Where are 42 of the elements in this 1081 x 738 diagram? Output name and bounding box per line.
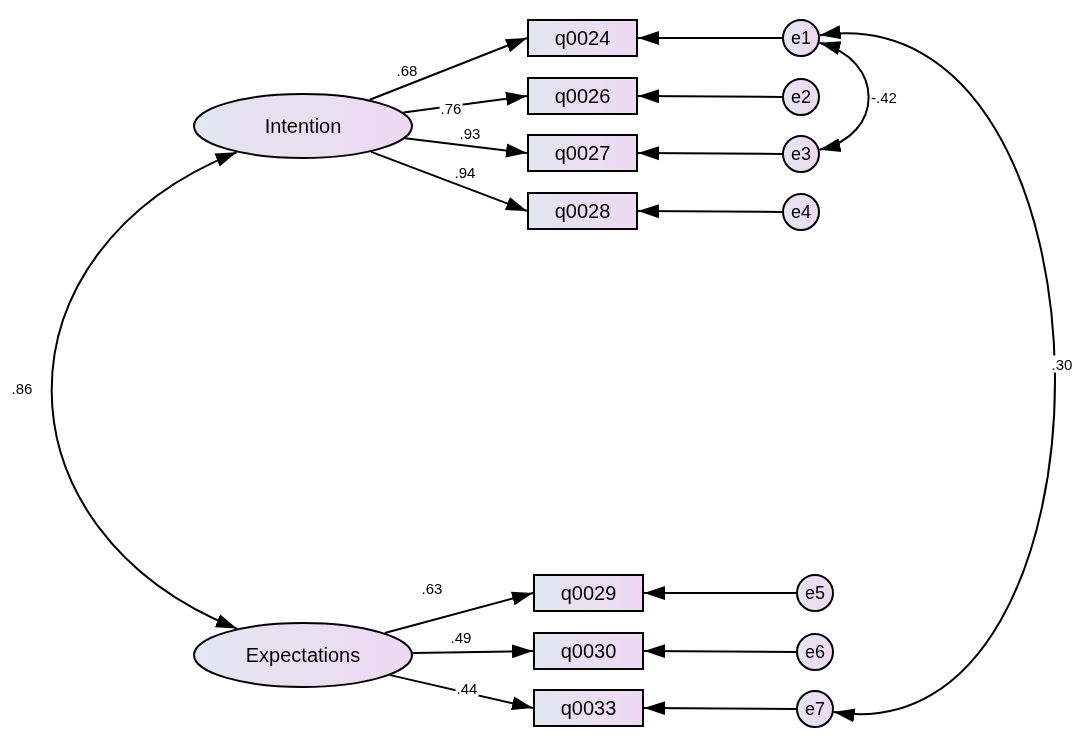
variable-label: e4 [791,201,811,223]
variable-label: q0026 [554,84,611,108]
arrow [643,586,797,600]
observed-variable-box [527,134,638,172]
arrow [637,204,783,219]
arrow [389,674,534,711]
arrow [370,150,528,212]
observed-variable-box [527,19,638,57]
arrow [643,701,797,716]
observed-variable-box [533,632,644,670]
variable-label: e2 [791,86,811,108]
arrow [411,644,534,659]
arrow [643,644,797,659]
variable-label: Expectations [245,643,361,667]
variable-label: q0033 [560,696,617,720]
observed-variable-box [533,689,644,727]
error-term-circle [782,78,820,116]
observed-variable-box [527,192,638,230]
edge-label: .30 [1050,355,1074,373]
arrow [637,146,783,161]
arrow [402,91,528,114]
variable-label: q0029 [560,581,617,605]
variable-label: q0024 [554,26,611,50]
variable-label: e3 [791,143,811,165]
variable-label: q0028 [554,199,611,223]
latent-variable-ellipse [193,93,413,159]
variable-label: q0027 [554,141,611,165]
arrow [368,37,528,101]
arrow [383,591,534,634]
variable-label: Intention [264,114,342,138]
variable-label: q0030 [560,639,617,663]
variable-label: e1 [791,27,811,49]
observed-variable-box [527,77,638,115]
arrow [637,31,783,45]
latent-variable-ellipse [193,622,413,688]
arrow [404,137,528,158]
observed-variable-box [533,574,644,612]
error-term-circle [782,193,820,231]
covariance-arrow [50,151,238,630]
arrow [637,89,783,104]
error-term-circle [782,135,820,173]
error-term-circle [782,19,820,57]
